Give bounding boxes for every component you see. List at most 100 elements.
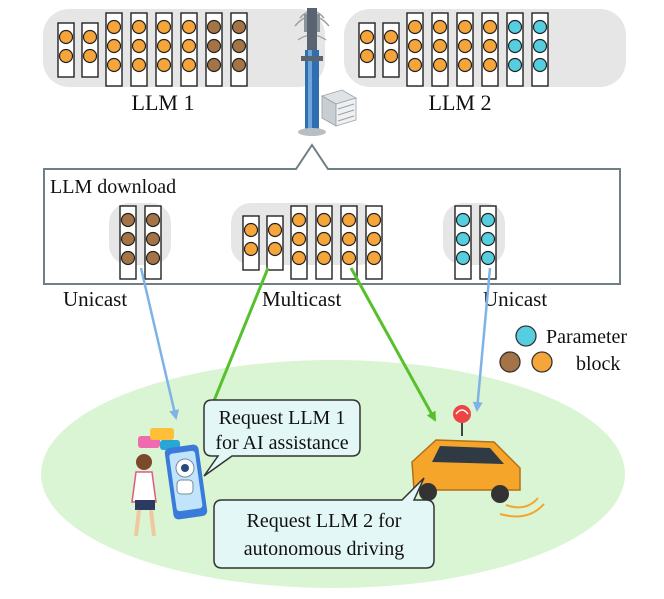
multicast-label: Multicast xyxy=(262,287,341,311)
parameter-dot xyxy=(156,19,172,35)
parameter-dot xyxy=(532,57,548,73)
parameter-dot xyxy=(231,19,247,35)
parameter-dot xyxy=(82,48,98,64)
car-request-bubble xyxy=(213,477,435,569)
parameter-dot xyxy=(291,250,307,266)
parameter-dot xyxy=(291,231,307,247)
parameter-dot xyxy=(457,19,473,35)
unicast-left-arrow xyxy=(139,267,180,420)
unicast-right-arrow xyxy=(472,267,492,412)
multicast-arrow-to-car xyxy=(349,267,437,422)
parameter-dot xyxy=(181,38,197,54)
unicast-left-parameter-blocks xyxy=(119,205,162,280)
parameter-dot xyxy=(383,48,399,64)
parameter-dot xyxy=(482,19,498,35)
parameter-dot xyxy=(457,38,473,54)
parameter-dot xyxy=(181,19,197,35)
parameter-dot xyxy=(366,212,382,228)
parameter-dot xyxy=(366,231,382,247)
parameter-dot xyxy=(231,38,247,54)
unicast-right-label: Unicast xyxy=(483,287,547,311)
legend-cyan-block-icon xyxy=(515,325,537,347)
parameter-dot xyxy=(120,212,136,228)
parameter-dot xyxy=(156,57,172,73)
parameter-dot xyxy=(145,212,161,228)
llm-download-title: LLM download xyxy=(50,176,176,198)
legend-parameter-label: Parameter xyxy=(546,326,627,348)
parameter-dot xyxy=(341,212,357,228)
parameter-dot xyxy=(131,38,147,54)
parameter-dot xyxy=(145,231,161,247)
parameter-dot xyxy=(58,29,74,45)
llm1-label: LLM 1 xyxy=(132,90,195,115)
parameter-dot xyxy=(243,222,259,238)
parameter-dot xyxy=(316,250,332,266)
multicast-parameter-blocks xyxy=(242,205,383,280)
car-request-line1: Request LLM 2 for xyxy=(247,510,402,532)
parameter-dot xyxy=(206,19,222,35)
parameter-dot xyxy=(480,231,496,247)
parameter-dot xyxy=(455,231,471,247)
parameter-dot xyxy=(480,212,496,228)
parameter-dot xyxy=(366,250,382,266)
parameter-dot xyxy=(455,212,471,228)
legend-brown-block-icon xyxy=(499,351,521,373)
unicast-right-parameter-blocks xyxy=(454,205,497,280)
parameter-dot xyxy=(507,19,523,35)
legend-block-label: block xyxy=(576,353,620,375)
parameter-dot xyxy=(267,222,283,238)
parameter-dot xyxy=(359,29,375,45)
cell-coverage-area xyxy=(41,360,625,588)
parameter-dot xyxy=(532,19,548,35)
parameter-dot xyxy=(359,48,375,64)
parameter-dot xyxy=(106,38,122,54)
parameter-dot xyxy=(231,57,247,73)
parameter-dot xyxy=(131,57,147,73)
llm2-label: LLM 2 xyxy=(429,90,492,115)
parameter-dot xyxy=(480,250,496,266)
car-request-line2: autonomous driving xyxy=(244,538,405,560)
parameter-dot xyxy=(243,241,259,257)
unicast-left-label: Unicast xyxy=(63,287,127,311)
server-icon xyxy=(320,89,358,127)
user-with-ai-assistant-icon xyxy=(131,428,208,537)
parameter-dot xyxy=(455,250,471,266)
legend-orange-block-icon xyxy=(531,351,553,373)
parameter-dot xyxy=(407,57,423,73)
parameter-dot xyxy=(156,38,172,54)
parameter-dot xyxy=(341,250,357,266)
parameter-dot xyxy=(145,250,161,266)
parameter-dot xyxy=(383,29,399,45)
llm2-parameter-blocks xyxy=(358,12,549,87)
parameter-dot xyxy=(507,38,523,54)
parameter-dot xyxy=(58,48,74,64)
parameter-dot xyxy=(482,38,498,54)
parameter-dot xyxy=(316,231,332,247)
parameter-dot xyxy=(316,212,332,228)
parameter-dot xyxy=(106,57,122,73)
user-request-line1: Request LLM 1 xyxy=(219,407,346,429)
user-request-line2: for AI assistance xyxy=(215,432,348,454)
parameter-dot xyxy=(407,38,423,54)
parameter-dot xyxy=(432,38,448,54)
parameter-dot xyxy=(291,212,307,228)
parameter-dot xyxy=(267,241,283,257)
parameter-dot xyxy=(432,19,448,35)
user-request-bubble xyxy=(203,399,361,477)
parameter-dot xyxy=(82,29,98,45)
parameter-dot xyxy=(507,57,523,73)
parameter-dot xyxy=(482,57,498,73)
parameter-dot xyxy=(432,57,448,73)
parameter-dot xyxy=(457,57,473,73)
base-station-tower-icon xyxy=(294,8,330,136)
parameter-dot xyxy=(131,19,147,35)
parameter-dot xyxy=(120,250,136,266)
parameter-dot xyxy=(206,57,222,73)
parameter-dot xyxy=(407,19,423,35)
parameter-dot xyxy=(106,19,122,35)
autonomous-car-icon xyxy=(411,405,545,518)
llm1-parameter-blocks xyxy=(57,12,248,87)
parameter-dot xyxy=(181,57,197,73)
multicast-arrow-to-user xyxy=(205,267,270,420)
